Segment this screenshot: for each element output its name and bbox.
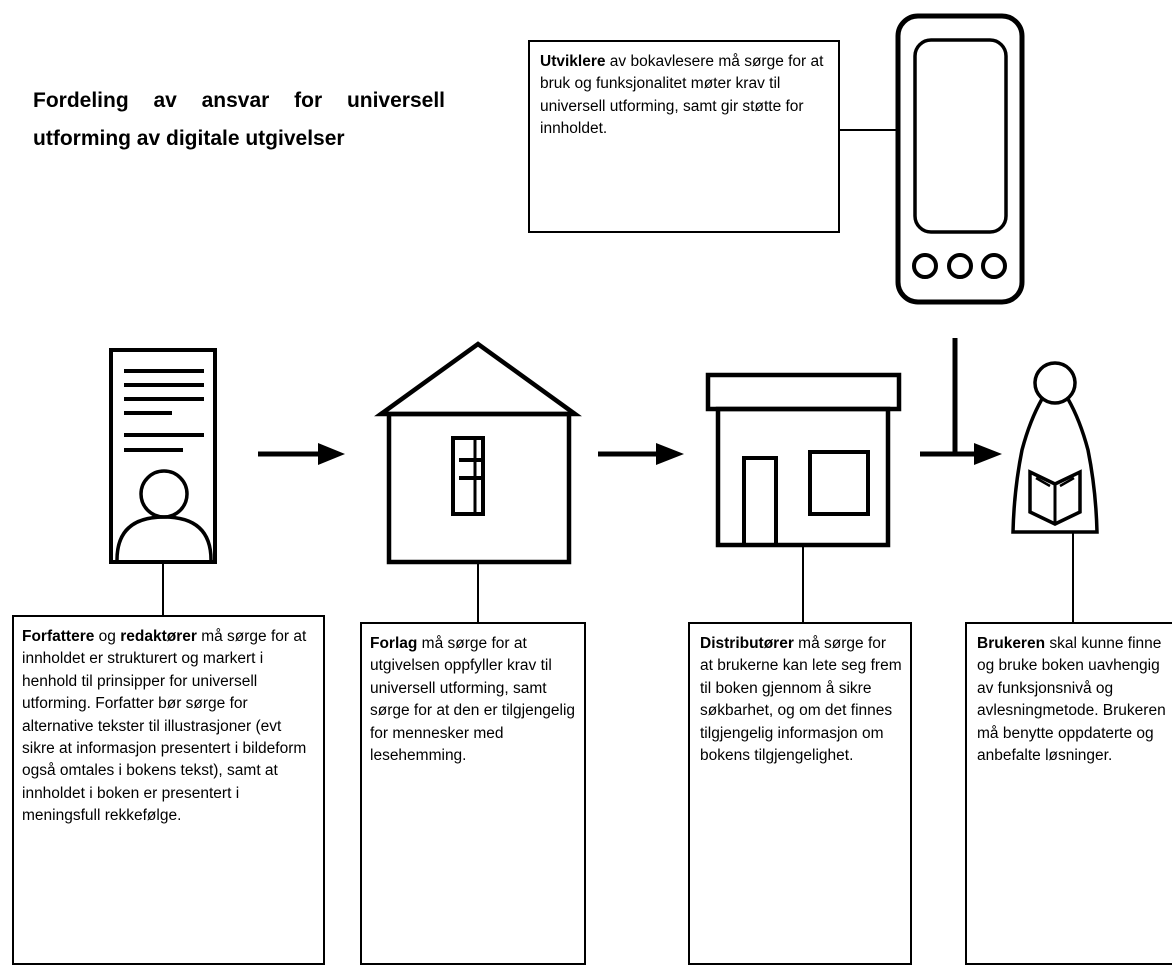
arrow-right-icon	[258, 443, 345, 465]
connector-lines	[162, 129, 1074, 622]
developers-label: Utviklere	[540, 53, 606, 70]
person-reading-icon	[1011, 361, 1099, 534]
publishers-label: Forlag	[370, 635, 418, 652]
document-person-icon	[109, 348, 217, 564]
house-book-icon	[374, 341, 582, 565]
store-icon	[705, 372, 902, 548]
arrow-right-icon	[598, 443, 684, 465]
reader-device-icon	[895, 13, 1025, 305]
developers-box: Utviklere av bokavlesere må sørge for at…	[528, 40, 840, 233]
page-title: Fordeling av ansvar for universell utfor…	[33, 89, 445, 150]
developers-text: av bokavlesere må sørge for at bruk og f…	[540, 53, 824, 138]
user-box: Brukeren skal kunne finne og bruke boken…	[965, 622, 1172, 965]
authors-label: Forfattere	[22, 628, 95, 645]
authors-text: må sørge for at innholdet er strukturert…	[22, 628, 307, 825]
user-label: Brukeren	[977, 635, 1046, 652]
distributors-text: må sørge for at brukerne kan lete seg fr…	[700, 635, 902, 765]
distributors-box: Distributører må sørge for at brukerne k…	[688, 622, 912, 965]
user-text: skal kunne finne og bruke boken uavhengi…	[977, 635, 1166, 765]
authors-conjunction: og	[94, 628, 121, 645]
publishers-box: Forlag må sørge for at utgivelsen oppfyl…	[360, 622, 586, 965]
arrow-right-icon	[920, 443, 1002, 465]
distributors-label: Distributører	[700, 635, 794, 652]
publishers-text: må sørge for at utgivelsen oppfyller kra…	[370, 635, 576, 765]
authors-box: Forfattere og redaktører må sørge for at…	[12, 615, 325, 965]
editors-label: redaktører	[120, 628, 197, 645]
